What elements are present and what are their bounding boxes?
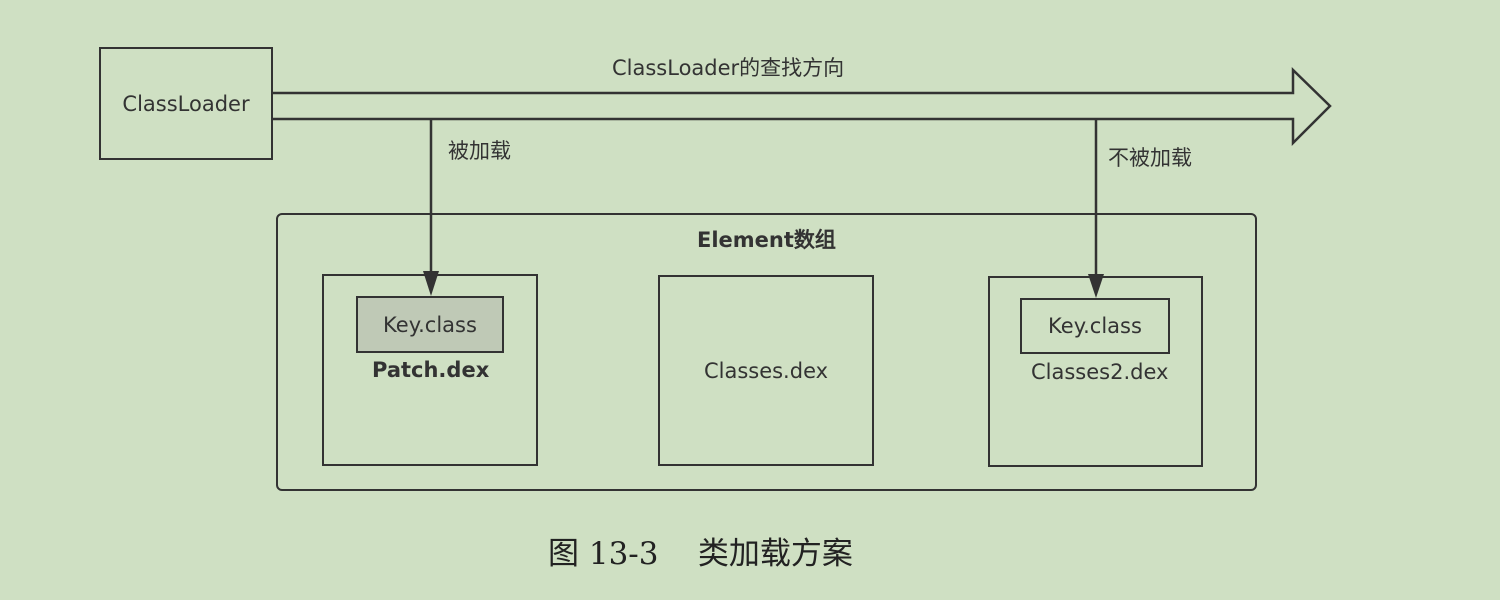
loaded-arrow-head	[423, 271, 439, 296]
patch-key-class-label: Key.class	[383, 312, 477, 337]
patch-dex-label: Patch.dex	[372, 358, 490, 382]
element-array-title: Element数组	[697, 228, 836, 252]
search-direction-arrow	[273, 67, 1332, 147]
not-loaded-label: 不被加载	[1108, 146, 1192, 170]
classes-dex-label: Classes.dex	[703, 358, 829, 383]
classloader-label: ClassLoader	[122, 91, 250, 116]
patch-dex-box	[322, 274, 538, 466]
classes2-key-class-label: Key.class	[1048, 314, 1142, 338]
not-loaded-arrow-head	[1088, 274, 1104, 298]
classloader-box: ClassLoader	[99, 47, 273, 160]
search-direction-label: ClassLoader的查找方向	[612, 56, 845, 80]
loaded-label: 被加载	[448, 139, 511, 163]
classes2-dex-box	[988, 276, 1203, 467]
classes2-key-class-box: Key.class	[1020, 298, 1170, 354]
classes-dex-box: Classes.dex	[658, 275, 874, 466]
classes2-dex-label: Classes2.dex	[1031, 360, 1169, 384]
element-array-box	[276, 213, 1257, 491]
patch-key-class-box: Key.class	[356, 296, 504, 353]
figure-caption: 图 13-3 类加载方案	[548, 536, 853, 572]
